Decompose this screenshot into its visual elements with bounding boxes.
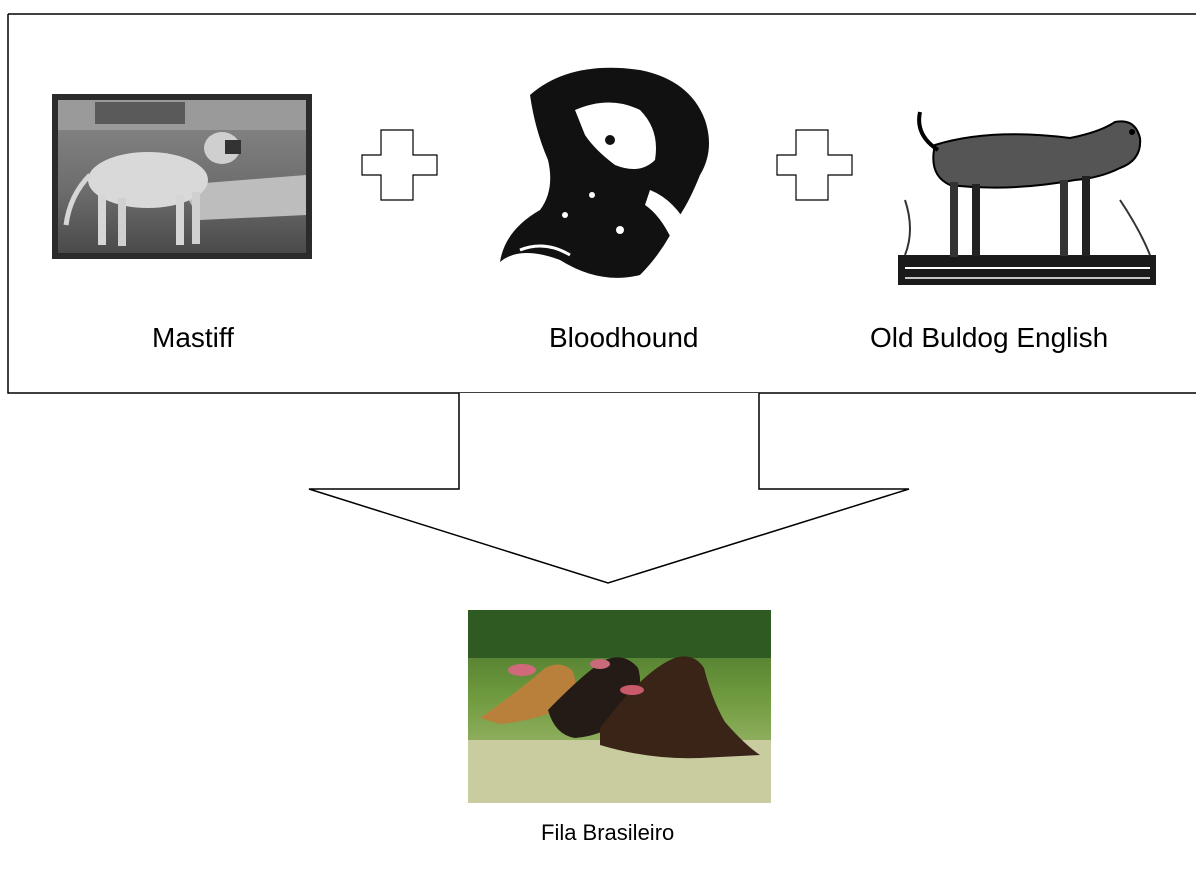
bloodhound-label: Bloodhound xyxy=(549,322,699,353)
fila-brasileiro-image xyxy=(468,610,771,803)
bloodhound-image xyxy=(500,67,709,278)
funnel-arrow xyxy=(308,393,910,584)
plus-icon xyxy=(361,129,438,201)
old-bulldog-image xyxy=(898,111,1156,285)
mastiff-label: Mastiff xyxy=(152,322,234,353)
mastiff-image xyxy=(52,94,312,259)
plus-icon xyxy=(776,129,853,201)
fila-brasileiro-label: Fila Brasileiro xyxy=(541,820,675,845)
old-bulldog-label: Old Buldog English xyxy=(870,322,1109,353)
source-breeds-box xyxy=(7,13,1196,394)
